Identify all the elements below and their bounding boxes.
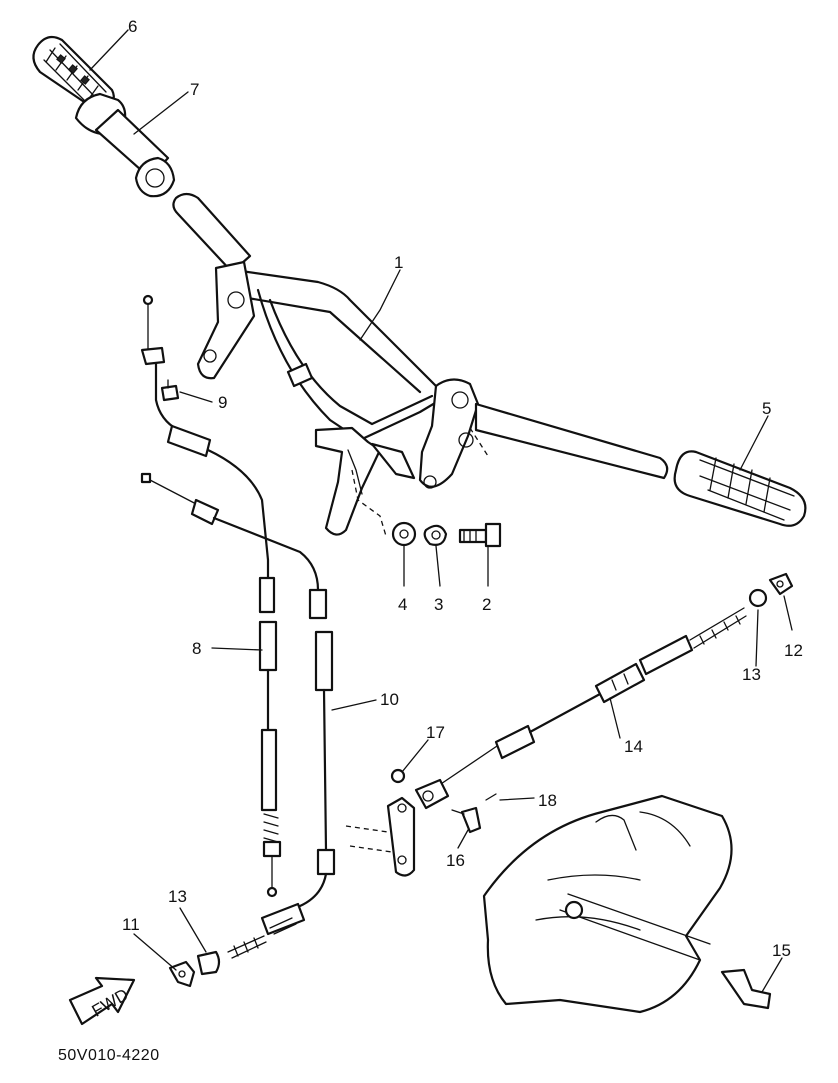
bolt-2 [458, 522, 502, 548]
small-parts-11-13 [168, 950, 221, 988]
engine-outline [482, 794, 772, 1014]
callout-13a: 13 [742, 665, 761, 684]
callout-8: 8 [192, 639, 201, 658]
lock-washer-3 [423, 524, 448, 546]
callout-16: 16 [446, 851, 465, 870]
throttle-sleeve [74, 92, 176, 198]
callout-4: 4 [398, 595, 407, 614]
bolt-9 [160, 379, 180, 402]
callout-9: 9 [218, 393, 227, 412]
callout-3: 3 [434, 595, 443, 614]
leader-lines [89, 29, 793, 993]
fwd-arrow: FWD [68, 976, 136, 1026]
brake-arm [345, 768, 497, 877]
clutch-cable [140, 472, 336, 959]
diagram-code: 50V010-4220 [58, 1047, 160, 1064]
callout-7: 7 [190, 80, 199, 99]
brake-cable [431, 572, 794, 791]
callout-14: 14 [624, 737, 643, 756]
callout-18: 18 [538, 791, 557, 810]
throttle-cable [140, 294, 282, 898]
callout-5: 5 [762, 399, 771, 418]
handlebar [172, 192, 669, 536]
callout-17: 17 [426, 723, 445, 742]
callout-2: 2 [482, 595, 491, 614]
callout-11: 11 [122, 915, 140, 934]
left-grip [32, 35, 115, 114]
washer-4 [391, 521, 417, 547]
right-grip [673, 450, 807, 527]
callout-12: 12 [784, 641, 803, 660]
callout-6: 6 [128, 17, 137, 36]
callout-15: 15 [772, 941, 791, 960]
callout-13b: 13 [168, 887, 187, 906]
callout-1: 1 [394, 253, 403, 272]
callout-10: 10 [380, 690, 399, 709]
